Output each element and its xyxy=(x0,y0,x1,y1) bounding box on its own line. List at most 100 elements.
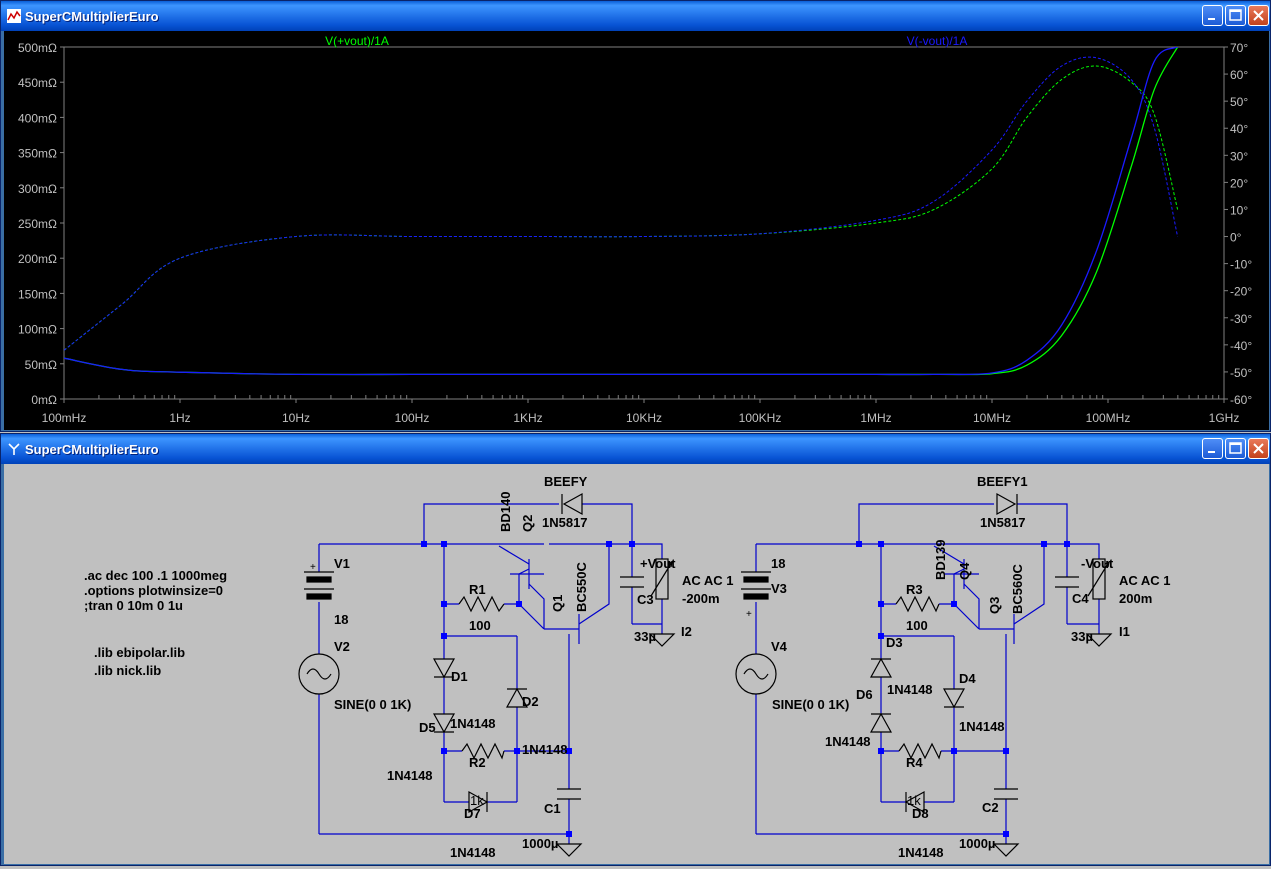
magnitude-trace-0[interactable] xyxy=(64,47,1179,376)
close-button[interactable] xyxy=(1248,438,1269,459)
label-r2: R2 xyxy=(469,755,486,770)
diode-beefy1[interactable] xyxy=(996,492,1018,516)
label-d4-val: 1N4148 xyxy=(959,719,1005,734)
y-left-tick-label: 250mΩ xyxy=(18,217,57,231)
minimize-button[interactable] xyxy=(1202,438,1223,459)
directive-options: .options plotwinsize=0 xyxy=(84,583,223,598)
y-right-tick-label: -50° xyxy=(1230,366,1252,380)
resistor-r2[interactable] xyxy=(461,742,505,760)
junction-nodes xyxy=(421,541,1070,837)
label-d5: D5 xyxy=(419,720,436,735)
legend-label[interactable]: V(+vout)/1A xyxy=(325,34,389,48)
battery-v1[interactable] xyxy=(304,571,334,600)
label-i2: I2 xyxy=(681,624,692,639)
label-beefy-diode: 1N5817 xyxy=(542,515,588,530)
y-right-tick-label: -40° xyxy=(1230,339,1252,353)
y-left-tick-label: 300mΩ xyxy=(18,182,57,196)
y-right-tick-label: -60° xyxy=(1230,393,1252,407)
label-v2-val: SINE(0 0 1K) xyxy=(334,697,411,712)
label-net-plus-vout: +Vout xyxy=(640,556,676,571)
label-i1-val1: AC AC 1 xyxy=(1119,573,1171,588)
label-c1: C1 xyxy=(544,801,561,816)
resistor-r3[interactable] xyxy=(895,595,940,613)
label-v3-val: 18 xyxy=(771,556,785,571)
battery-v3[interactable] xyxy=(741,571,771,600)
schematic-drawing[interactable]: .ac dec 100 .1 1000meg .options plotwins… xyxy=(4,464,1269,864)
label-plus-right: + xyxy=(746,609,752,620)
current-source-i1[interactable] xyxy=(1087,558,1110,600)
y-right-tick-label: -30° xyxy=(1230,312,1252,326)
diode-d8[interactable] xyxy=(904,790,925,814)
capacitor-c3[interactable] xyxy=(620,576,644,588)
y-left-tick-label: 0mΩ xyxy=(31,393,57,407)
schematic-window-titlebar[interactable]: SuperCMultiplierEuro xyxy=(1,434,1270,464)
label-r4-val: 1k xyxy=(907,793,921,808)
label-q3: Q3 xyxy=(987,597,1002,614)
y-right-tick-label: 0° xyxy=(1230,231,1242,245)
label-c2: C2 xyxy=(982,800,999,815)
label-r1: R1 xyxy=(469,582,486,597)
maximize-button[interactable] xyxy=(1225,438,1246,459)
diode-d3[interactable] xyxy=(869,657,893,678)
label-beefy1: BEEFY1 xyxy=(977,474,1028,489)
diode-d6[interactable] xyxy=(869,712,893,733)
y-right-tick-label: 20° xyxy=(1230,176,1248,190)
magnitude-trace-1[interactable] xyxy=(64,47,1178,376)
y-left-tick-label: 200mΩ xyxy=(18,252,57,266)
label-d2-val: 1N4148 xyxy=(522,742,568,757)
label-r3: R3 xyxy=(906,582,923,597)
label-v4: V4 xyxy=(771,639,788,654)
y-right-tick-label: -20° xyxy=(1230,285,1252,299)
waveform-icon xyxy=(7,9,21,23)
label-r3-val: 100 xyxy=(906,618,928,633)
label-d5-val: 1N4148 xyxy=(387,768,433,783)
y-right-tick-label: 10° xyxy=(1230,203,1248,217)
y-right-tick-label: 60° xyxy=(1230,68,1248,82)
close-button[interactable] xyxy=(1248,5,1269,26)
phase-trace-1[interactable] xyxy=(64,56,1179,351)
label-q1: Q1 xyxy=(550,595,565,612)
label-q2: Q2 xyxy=(520,515,535,532)
capacitor-c4[interactable] xyxy=(1055,576,1079,588)
label-v2: V2 xyxy=(334,639,350,654)
label-c4-val: 33µ xyxy=(1071,629,1093,644)
schematic-window: SuperCMultiplierEuro xyxy=(0,433,1271,866)
label-c4: C4 xyxy=(1072,591,1089,606)
directive-ac: .ac dec 100 .1 1000meg xyxy=(84,568,227,583)
label-q4: Q4 xyxy=(957,562,972,580)
diode-d5[interactable] xyxy=(432,713,456,734)
schematic-canvas[interactable]: .ac dec 100 .1 1000meg .options plotwins… xyxy=(4,464,1269,864)
plot-window-titlebar[interactable]: SuperCMultiplierEuro xyxy=(1,1,1270,31)
diode-beefy[interactable] xyxy=(561,492,583,516)
label-i1-val2: 200m xyxy=(1119,591,1152,606)
y-left-tick-label: 400mΩ xyxy=(18,111,57,125)
label-d6-val: 1N4148 xyxy=(825,734,871,749)
label-i2-val2: -200m xyxy=(682,591,720,606)
diode-d7[interactable] xyxy=(468,790,489,814)
legend-label[interactable]: V(-vout)/1A xyxy=(907,34,968,48)
diode-d4[interactable] xyxy=(942,688,966,709)
current-source-i2[interactable] xyxy=(650,558,673,600)
y-left-tick-label: 450mΩ xyxy=(18,76,57,90)
capacitor-c1[interactable] xyxy=(557,788,581,800)
sine-source-v2[interactable] xyxy=(298,653,340,695)
minimize-button[interactable] xyxy=(1202,5,1223,26)
diode-d1[interactable] xyxy=(432,658,456,679)
directive-tran: ;tran 0 10m 0 1u xyxy=(84,598,183,613)
x-tick-label: 100Hz xyxy=(395,411,430,425)
label-d1: D1 xyxy=(451,669,468,684)
y-right-tick-label: 40° xyxy=(1230,122,1248,136)
label-d8-val: 1N4148 xyxy=(898,845,944,860)
capacitor-c2[interactable] xyxy=(994,788,1018,800)
diode-d2[interactable] xyxy=(505,687,529,708)
sine-source-v4[interactable] xyxy=(735,653,777,695)
resistor-r4[interactable] xyxy=(898,742,942,760)
phase-trace-0[interactable] xyxy=(64,65,1179,351)
maximize-button[interactable] xyxy=(1225,5,1246,26)
y-right-tick-label: 50° xyxy=(1230,95,1248,109)
resistor-r1[interactable] xyxy=(458,595,505,613)
label-c3: C3 xyxy=(637,592,654,607)
